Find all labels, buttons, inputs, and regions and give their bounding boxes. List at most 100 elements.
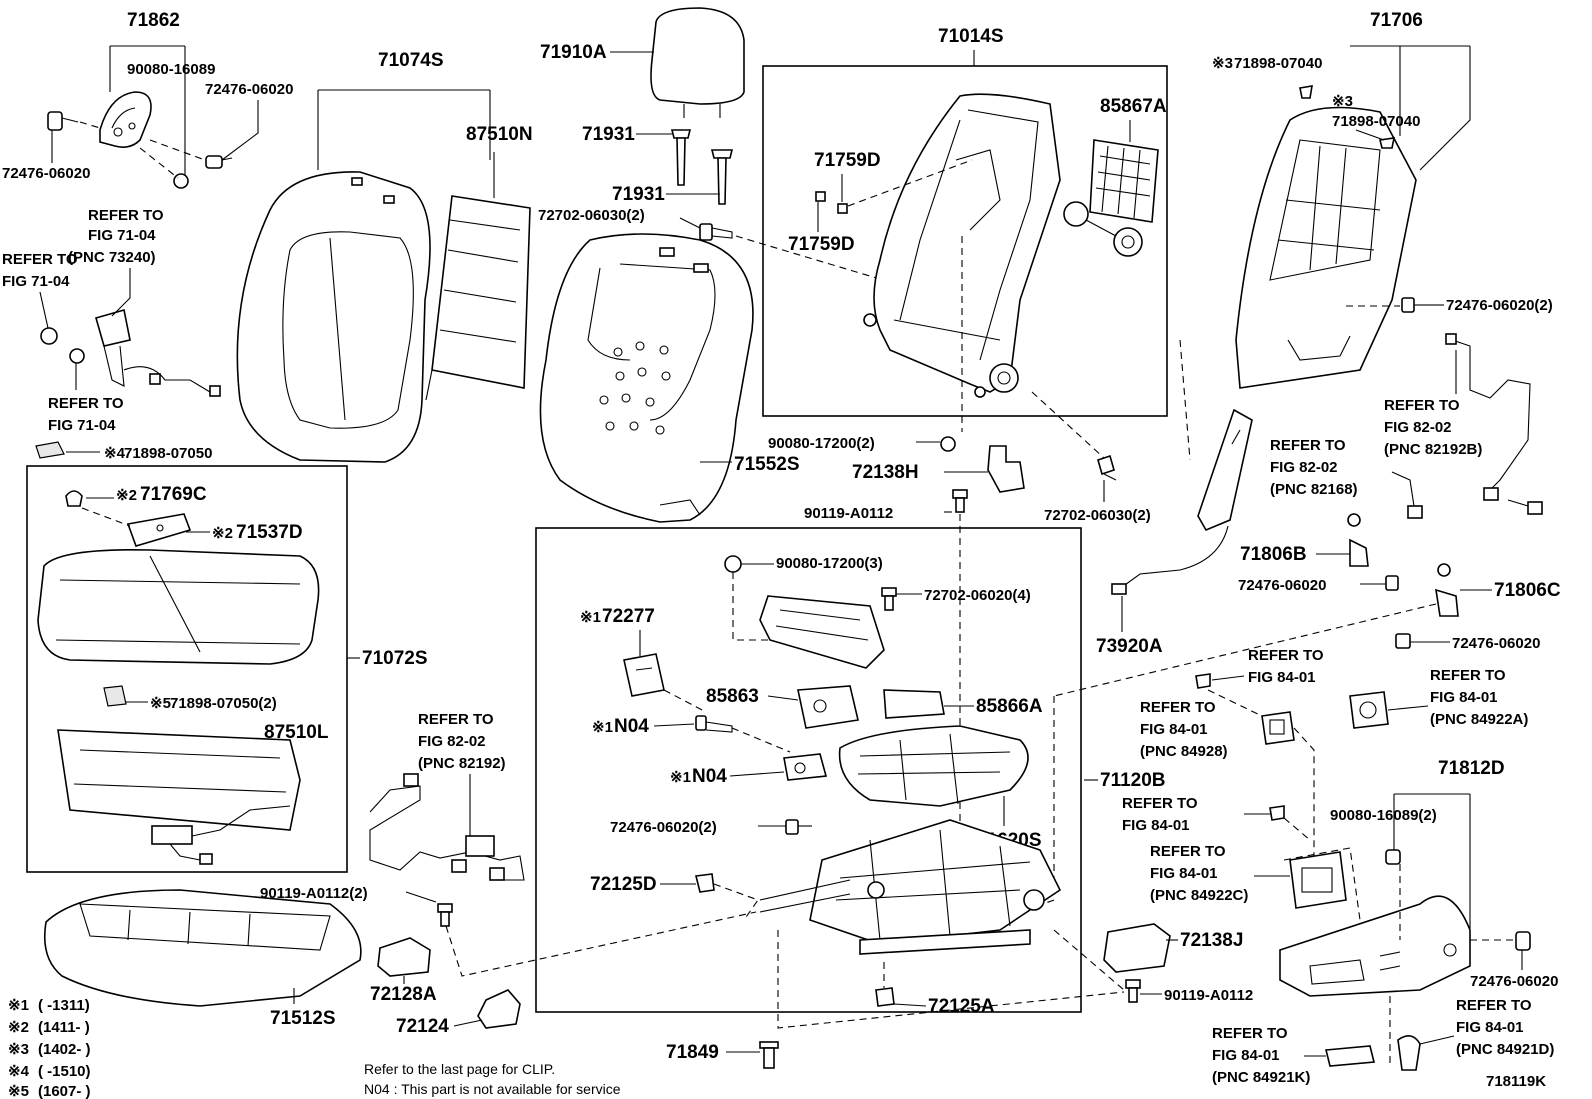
label-71806B: 71806B [1240,544,1307,565]
label-72702-06030-2b: 72702-06030(2) [1044,507,1151,524]
label-90119-A0112-b: 90119-A0112 [1164,987,1253,1004]
label-71537D: 71537D [236,522,303,543]
bolt-90119-A0112 [952,489,968,513]
label-85863: 85863 [706,686,759,707]
label-plate-71898-07050-2 [103,685,127,707]
refer-r11-line3: (PNC 84922C) [1150,887,1248,904]
label-71898-07040-b: 71898-07040 [1332,113,1420,130]
headrest-71910A [650,7,745,118]
seat-cushion-cover [37,549,320,665]
refer-r11-line2: FIG 84-01 [1150,865,1218,882]
refer-r10-line2: FIG 84-01 [1122,817,1190,834]
mark-1: ※1 [580,609,601,626]
refer-r1-line3: (PNC 73240) [68,249,156,266]
refer-r3-line2: FIG 71-04 [48,417,116,434]
label-72702-06030-2a: 72702-06030(2) [538,207,645,224]
harness-82192 [369,773,525,881]
label-85867A: 85867A [1100,96,1167,117]
clip-71759D-b [815,191,826,202]
refer-r13-line2: FIG 84-01 [1456,1019,1524,1036]
refer-r1-line1: REFER TO [88,207,164,224]
label-72124: 72124 [396,1016,449,1037]
harness-73920A [1111,408,1253,595]
refer-r3-line1: REFER TO [48,395,124,412]
label-71898-07040-a: 71898-07040 [1234,55,1322,72]
label-71806C: 71806C [1494,580,1561,601]
label-72138H: 72138H [852,462,919,483]
switch-84922C [1289,851,1347,909]
label-72125D: 72125D [590,874,657,895]
legend-range-5: (1607- ) [38,1083,91,1099]
label-plate-71898-07050 [35,441,65,459]
note-clip: Refer to the last page for CLIP. [364,1061,555,1077]
refer-r13-line1: REFER TO [1456,997,1532,1014]
seatback-cover-71074S [236,171,431,463]
label-71706: 71706 [1370,10,1423,31]
refer-r6-line3: (PNC 82168) [1270,481,1358,498]
refer-r9-line3: (PNC 84922A) [1430,711,1528,728]
label-71759D-a: 71759D [814,150,881,171]
refer-r7-line2: FIG 84-01 [1248,669,1316,686]
label-72476-06020-c: 72476-06020 [1238,577,1326,594]
motor-N04-b [783,753,828,781]
label-71512S: 71512S [270,1008,336,1029]
label-72128A: 72128A [370,984,437,1005]
label-N04-a: N04 [614,716,649,737]
switch-84-01-b [1269,805,1285,821]
refer-r8-line2: FIG 84-01 [1140,721,1208,738]
diagram-code: 718119K [1486,1073,1546,1090]
label-71120B: 71120B [1100,770,1166,791]
label-71849: 71849 [666,1042,719,1063]
bolt-72476-06020-2b [785,819,812,835]
heater-mat-87510N [425,195,531,401]
refer-r5-line1: REFER TO [1384,397,1460,414]
seat-track-adjuster [759,819,1062,955]
bolt-71849 [759,1041,779,1069]
legend-range-1: ( -1311) [38,997,90,1014]
headrest-guide-a [670,129,692,186]
refer-r10-line1: REFER TO [1122,795,1198,812]
bolt-72702-06030-b [1097,454,1117,481]
bolt-90080-16089-2 [1385,849,1401,865]
label-71759D-b: 71759D [788,234,855,255]
label-90080-17200-3: 90080-17200(3) [776,555,883,572]
label-73920A: 73920A [1096,636,1163,657]
refer-r12-line2: FIG 84-01 [1212,1047,1280,1064]
clip-71898-07040-b [1379,137,1396,149]
label-90080-17200-2: 90080-17200(2) [768,435,875,452]
back-panel-71706 [1235,106,1417,389]
cover-72138J [1103,923,1171,973]
bolt-72476-06020-e [1515,931,1531,951]
label-71014S: 71014S [938,26,1004,47]
label-71931-b: 71931 [612,184,665,205]
label-71072S: 71072S [362,648,428,669]
label-90119-A0112-2: 90119-A0112(2) [260,885,368,902]
cushion-heater-87510L [57,729,301,865]
refer-r4-line2: FIG 82-02 [418,733,486,750]
label-90080-16089-2: 90080-16089(2) [1330,807,1437,824]
bolt-72476-a [47,111,79,131]
label-71812D: 71812D [1438,758,1505,779]
legend-mark-2: ※2 [8,1019,29,1036]
refer-r13-line3: (PNC 84921D) [1456,1041,1554,1058]
refer-r5-line2: FIG 82-02 [1384,419,1452,436]
motor-85863 [797,685,859,729]
lumbar-support-85867A [1063,139,1159,257]
label-72476-06020-b: 72476-06020 [2,165,90,182]
bolt-90119-A0112-b [1125,979,1141,1003]
label-90119-A0112: 90119-A0112 [804,505,893,522]
legend-mark-3: ※3 [8,1041,29,1058]
label-87510L: 87510L [264,722,329,743]
label-72702-06020-4: 72702-06020(4) [924,587,1031,604]
refer-r12-line1: REFER TO [1212,1025,1288,1042]
label-71769C: 71769C [140,484,207,505]
label-72125A: 72125A [928,996,995,1017]
seat-track-box [535,527,1082,1013]
refer-r2-line1: REFER TO [2,251,78,268]
bolt-N04-a [695,715,733,733]
switch-72277 [623,653,665,697]
knob-84921D [1397,1035,1421,1071]
label-71074S: 71074S [378,50,444,71]
refer-r2-line2: FIG 71-04 [2,273,70,290]
